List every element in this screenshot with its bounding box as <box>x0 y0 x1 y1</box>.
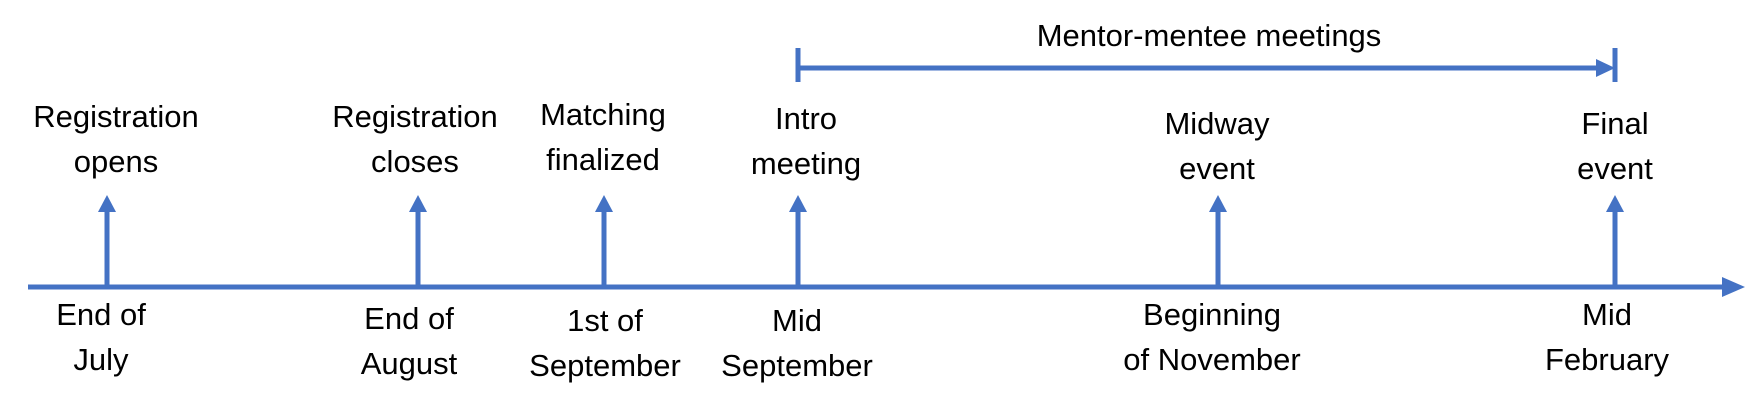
date-label-mid-february: Mid February <box>1544 297 1670 377</box>
event-arrowhead-matching-finalized <box>595 195 613 212</box>
event-label-registration-closes: Registration closes <box>332 99 498 179</box>
event-arrowhead-registration-opens <box>98 195 116 212</box>
date-label-beginning-of-november: Beginning of November <box>1123 297 1301 377</box>
event-arrowhead-midway-event <box>1209 195 1227 212</box>
event-label-final-event: Final event <box>1577 106 1653 186</box>
event-label-registration-opens: Registration opens <box>33 99 199 179</box>
event-arrows <box>98 195 1624 287</box>
event-arrowhead-final-event <box>1606 195 1624 212</box>
event-arrowhead-registration-closes <box>409 195 427 212</box>
date-label-mid-september: Mid September <box>721 303 873 383</box>
event-label-intro-meeting: Intro meeting <box>750 101 862 181</box>
timeline-axis-arrowhead <box>1722 277 1745 297</box>
span-bar-arrowhead <box>1596 59 1615 77</box>
event-label-midway-event: Midway event <box>1164 106 1270 186</box>
span-label: Mentor-mentee meetings <box>1036 18 1382 53</box>
event-arrowhead-intro-meeting <box>789 195 807 212</box>
date-label-end-of-july: End of July <box>56 297 146 377</box>
date-label-1st-of-september: 1st of September <box>529 303 681 383</box>
date-label-end-of-august: End of August <box>360 301 458 381</box>
event-label-matching-finalized: Matching finalized <box>540 97 666 177</box>
